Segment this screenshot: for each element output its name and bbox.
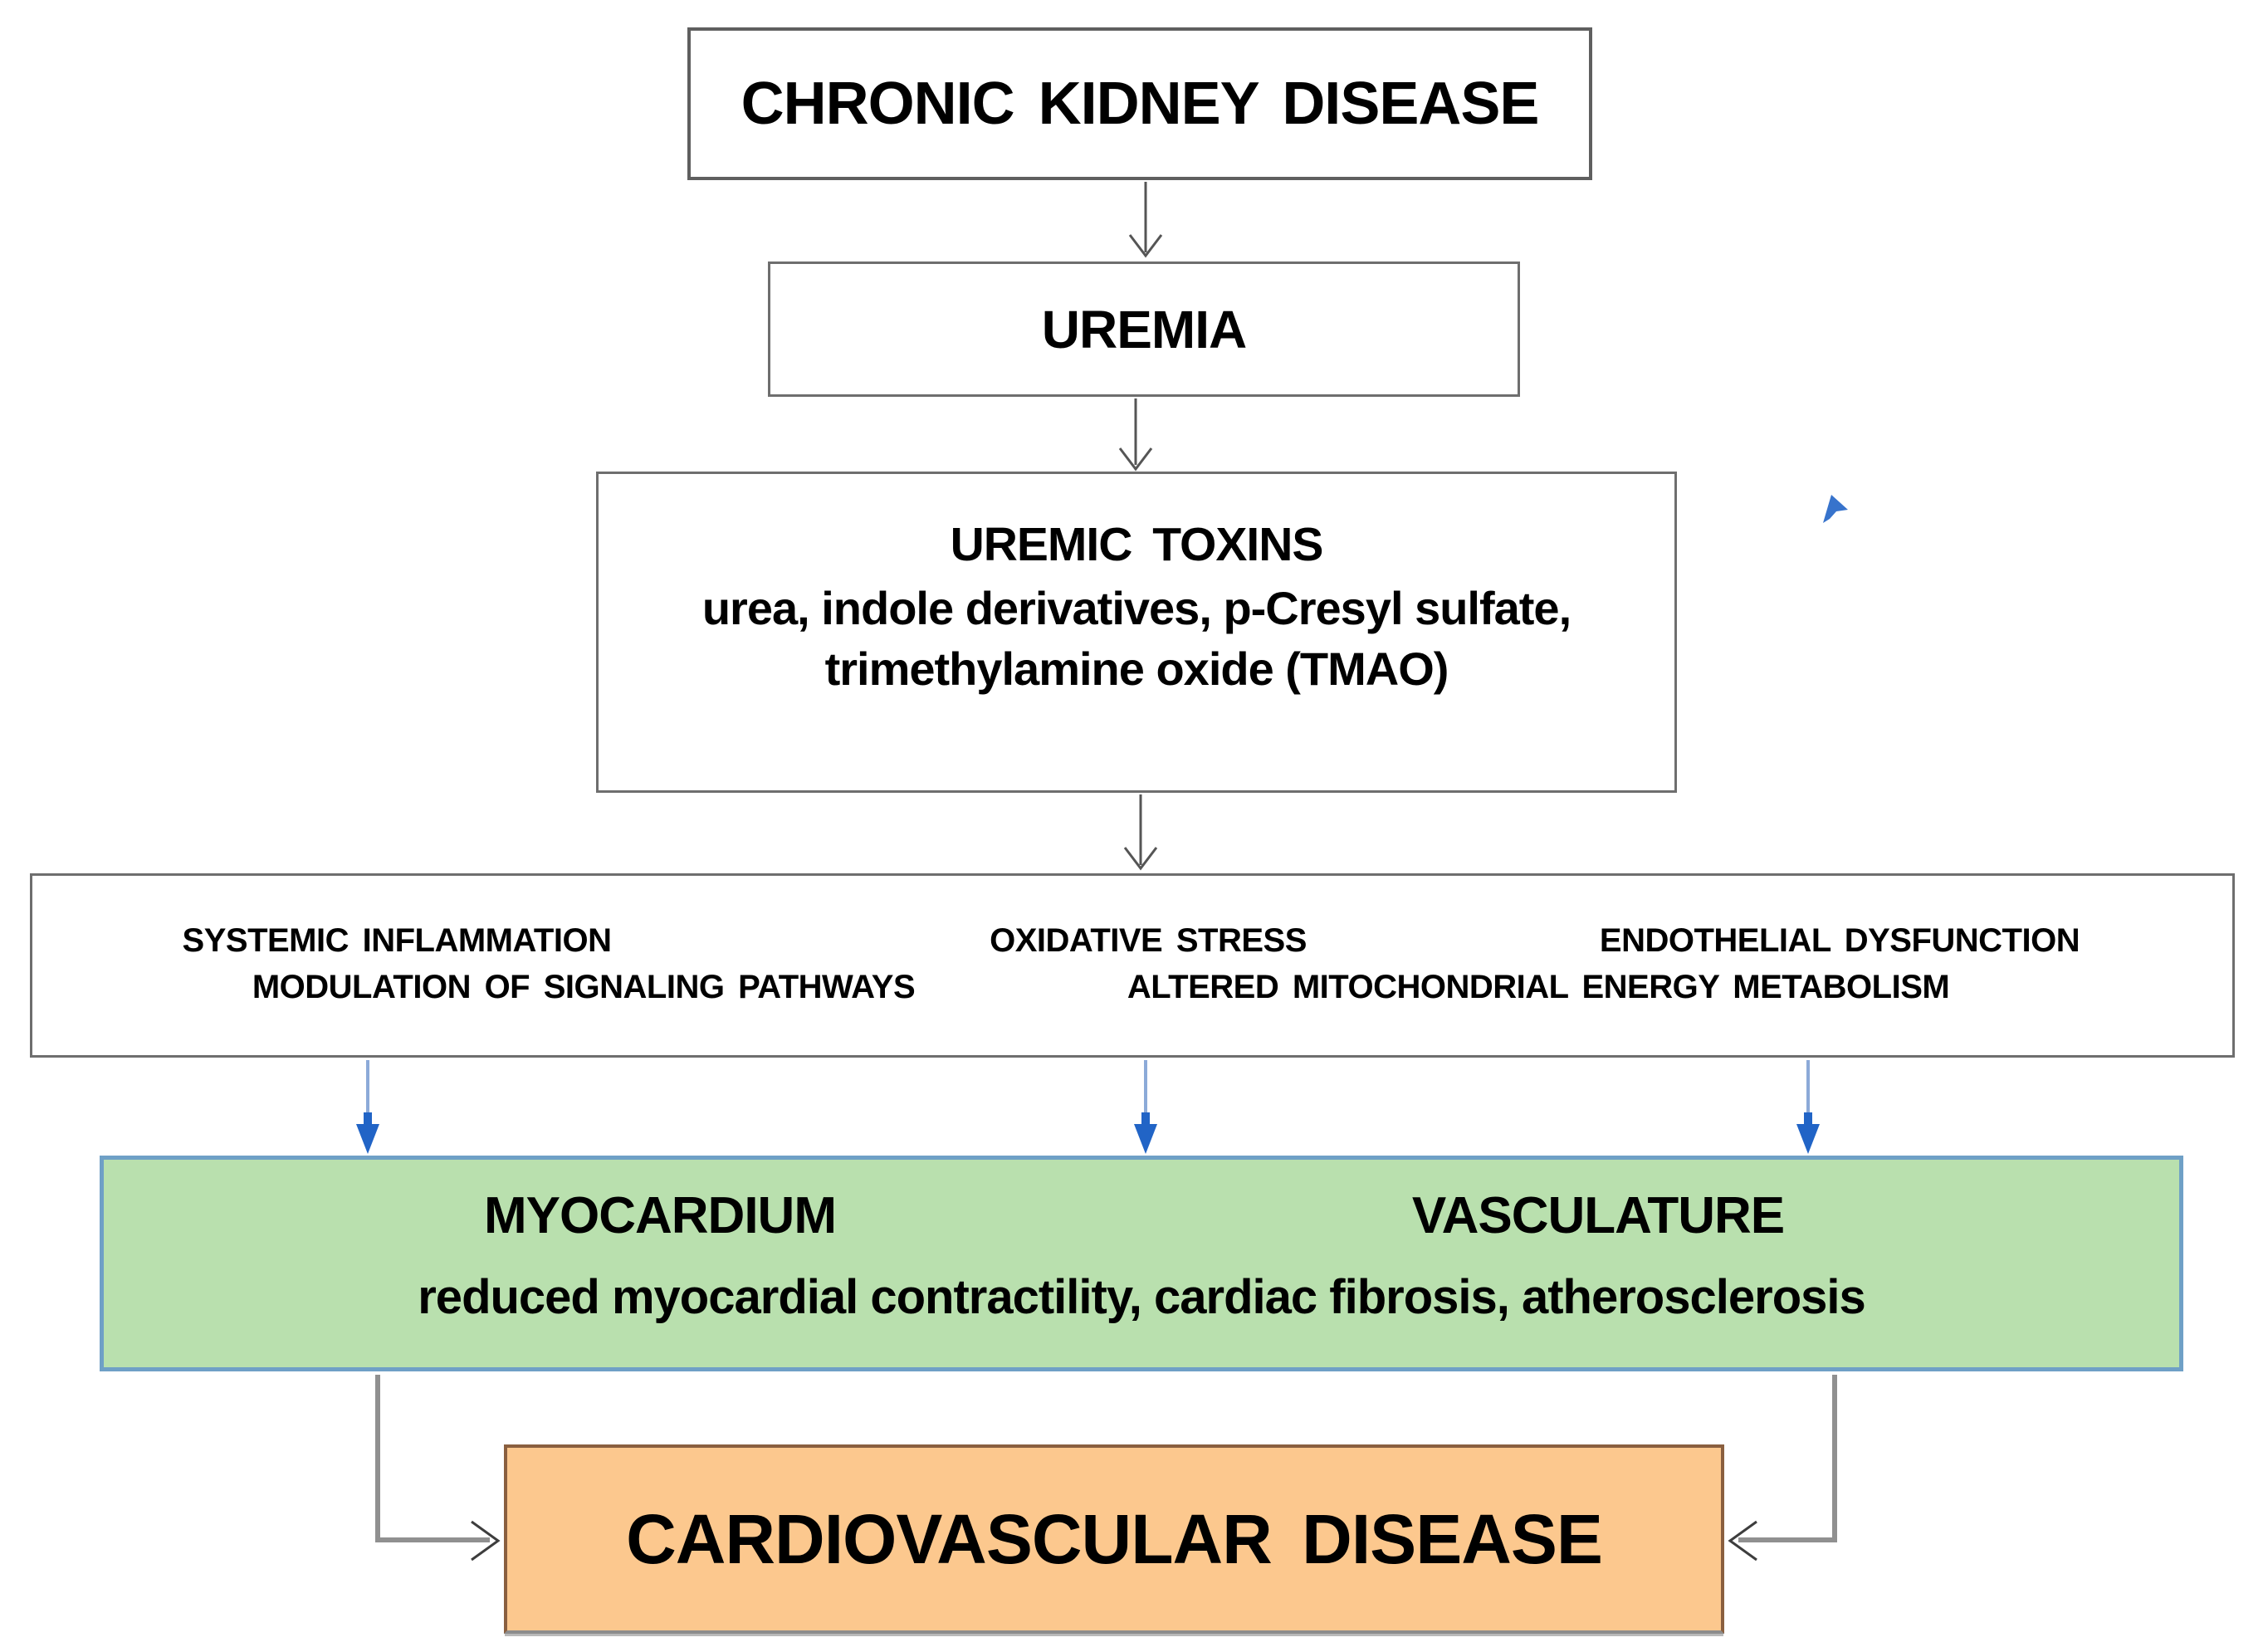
vasculature-label: VASCULATURE — [1411, 1187, 1785, 1244]
myocardium-label: MYOCARDIUM — [484, 1187, 837, 1244]
chronic-kidney-disease-label: CHRONIC KIDNEY DISEASE — [741, 71, 1540, 137]
node-uremia: UREMIA — [768, 261, 1520, 397]
arrow-uremia-to-toxins — [1118, 398, 1153, 472]
targets-subtitle: reduced myocardial contractility, cardia… — [418, 1270, 1866, 1324]
uremic-toxins-line-1: urea, indole derivatives, p-Cresyl sulfa… — [701, 581, 1571, 634]
node-uremic-toxins: UREMIC TOXINS urea, indole derivatives, … — [596, 472, 1677, 793]
uremic-toxins-line-2: trimethylamine oxide (TMAO) — [824, 642, 1449, 695]
stray-blue-arrowhead — [1823, 495, 1848, 523]
mechanism-endothelial-dysfunction: ENDOTHELIAL DYSFUNCTION — [1599, 922, 2080, 959]
mechanism-altered-mitochondrial: ALTERED MITOCHONDRIAL ENERGY METABOLISM — [1127, 969, 1950, 1005]
mechanism-oxidative-stress: OXIDATIVE STRESS — [990, 922, 1307, 959]
mechanism-systemic-inflammation: SYSTEMIC INFLAMMATION — [182, 922, 612, 959]
node-mechanisms: SYSTEMIC INFLAMMATION OXIDATIVE STRESS E… — [30, 873, 2235, 1058]
mechanism-modulation-signaling: MODULATION OF SIGNALING PATHWAYS — [252, 969, 916, 1005]
node-myocardium-vasculature: MYOCARDIUM VASCULATURE reduced myocardia… — [100, 1156, 2183, 1371]
arrow-mechanisms-to-targets-right — [1796, 1060, 1820, 1154]
arrow-mechanisms-to-targets-left — [356, 1060, 379, 1154]
arrow-toxins-to-mechanisms — [1123, 794, 1158, 871]
arrow-targets-to-outcome-right — [1728, 1375, 1837, 1562]
cardiovascular-disease-label: CARDIOVASCULAR DISEASE — [626, 1499, 1603, 1578]
uremic-toxins-title: UREMIC TOXINS — [950, 517, 1324, 571]
uremia-label: UREMIA — [1041, 299, 1247, 359]
node-cardiovascular-disease: CARDIOVASCULAR DISEASE — [504, 1444, 1724, 1634]
node-chronic-kidney-disease: CHRONIC KIDNEY DISEASE — [687, 27, 1592, 180]
arrow-ckd-to-uremia — [1128, 182, 1163, 258]
arrow-targets-to-outcome-left — [375, 1375, 501, 1562]
arrow-mechanisms-to-targets-middle — [1134, 1060, 1157, 1154]
